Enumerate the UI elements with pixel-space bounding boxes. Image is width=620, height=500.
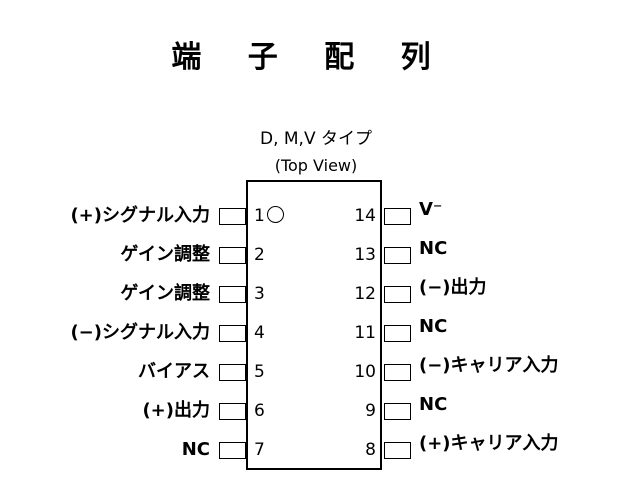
pin-number: 11 (354, 323, 376, 343)
diagram-title: 端 子 配 列 (171, 40, 449, 75)
pin-number: 13 (354, 245, 376, 265)
pin-label: (+)出力 (142, 400, 210, 421)
pin-label: V⁻ (419, 199, 443, 220)
pin-lead-left (219, 208, 246, 225)
pin-number: 2 (254, 245, 265, 265)
pin-lead-right (384, 325, 411, 342)
pin-label: バイアス (138, 361, 210, 382)
pin-label: (+)キャリア入力 (419, 433, 559, 454)
pin-label: NC (181, 439, 210, 460)
pin-label: ゲイン調整 (120, 244, 210, 265)
pin-lead-right (384, 442, 411, 459)
pin-lead-left (219, 403, 246, 420)
pin-number: 3 (254, 284, 265, 304)
ic-package-body (246, 180, 382, 470)
pin-lead-right (384, 403, 411, 420)
pin-lead-right (384, 286, 411, 303)
pin-label: (−)出力 (419, 277, 487, 298)
pin-label: (−)シグナル入力 (70, 322, 210, 343)
package-type: D, M,V タイプ (259, 129, 372, 149)
pin-lead-left (219, 442, 246, 459)
pin-number: 5 (254, 362, 265, 382)
pin-number: 6 (254, 401, 265, 421)
pin1-marker-icon (267, 206, 284, 223)
pin-label: (−)キャリア入力 (419, 355, 559, 376)
pin-number: 14 (354, 206, 376, 226)
pin-label: NC (419, 394, 448, 415)
pin-lead-left (219, 325, 246, 342)
pin-lead-left (219, 247, 246, 264)
pin-lead-right (384, 364, 411, 381)
pin-lead-right (384, 208, 411, 225)
pin-label: NC (419, 316, 448, 337)
pin-number: 8 (365, 440, 376, 460)
pin-number: 7 (254, 440, 265, 460)
pin-number: 12 (354, 284, 376, 304)
pin-number: 4 (254, 323, 265, 343)
pin-lead-right (384, 247, 411, 264)
pin-number: 10 (354, 362, 376, 382)
pin-lead-left (219, 286, 246, 303)
pin-number: 1 (254, 206, 265, 226)
view-label: (Top View) (274, 156, 358, 175)
pin-number: 9 (365, 401, 376, 421)
pin-lead-left (219, 364, 246, 381)
pin-label: NC (419, 238, 448, 259)
pin-label: (+)シグナル入力 (70, 205, 210, 226)
pin-label: ゲイン調整 (120, 283, 210, 304)
